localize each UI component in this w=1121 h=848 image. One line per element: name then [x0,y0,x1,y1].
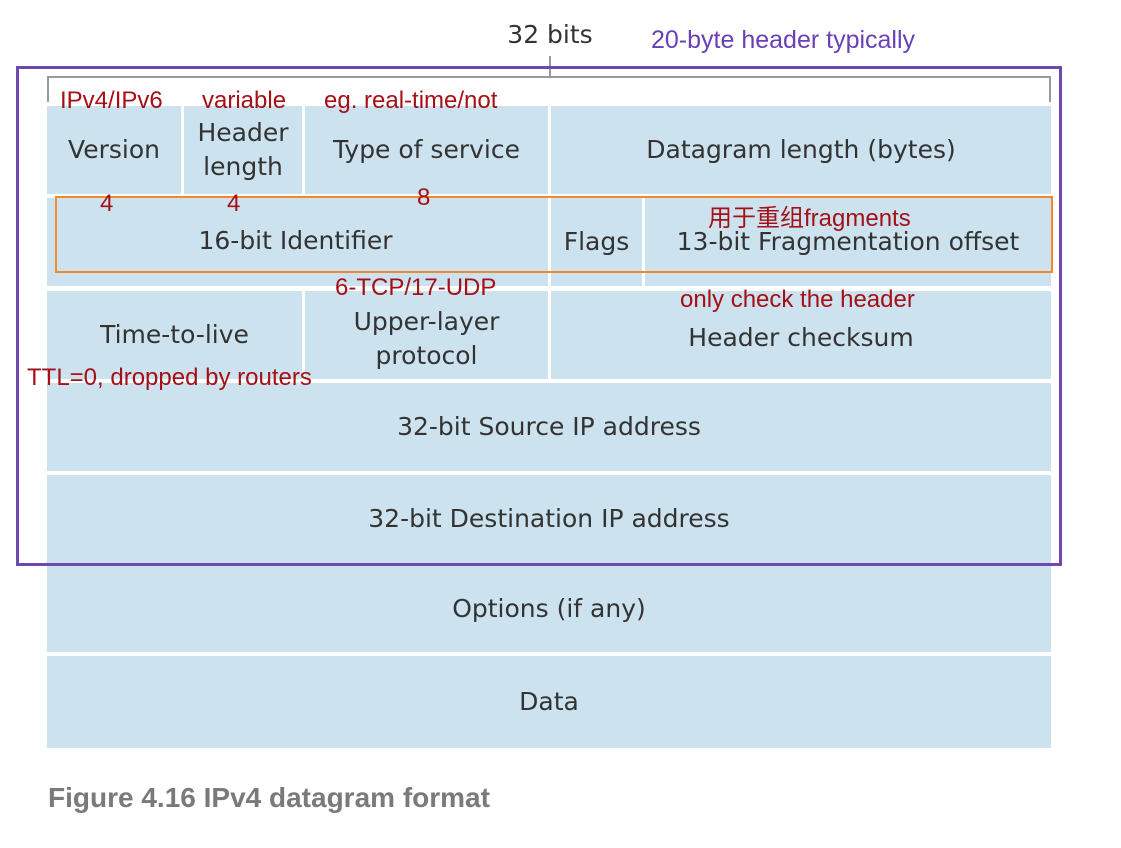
field-header-length: Header length [184,106,302,194]
fragments-note: 用于重组fragments [708,205,911,232]
field-time-to-live: Time-to-live [47,291,302,379]
fragmentation-highlight-box [55,196,1053,273]
field-source-ip: 32-bit Source IP address [47,383,1051,471]
field-type-of-service: Type of service [305,106,548,194]
field-version: Version [47,106,181,194]
field-source-ip-label: 32-bit Source IP address [397,412,701,441]
header-size-note: 20-byte header typically [651,26,916,54]
field-type-of-service-label: Type of service [333,135,520,164]
protocol-note: 6-TCP/17-UDP [335,274,497,301]
bits-right-tick [1049,76,1051,102]
field-header-checksum-label: Header checksum [688,323,914,352]
field-identifier-label: 16-bit Identifier [198,226,393,255]
tos-bits: 8 [417,184,431,211]
field-upper-layer-protocol: Upper-layer protocol [305,291,548,379]
bits-left-tick [47,76,49,102]
field-datagram-length: Datagram length (bytes) [551,106,1051,194]
checksum-note: only check the header [680,286,915,313]
field-data-label: Data [519,687,579,716]
field-options-label: Options (if any) [452,594,646,623]
header-length-note: variable [202,87,287,114]
field-data: Data [47,656,1051,748]
header-length-bits: 4 [227,190,241,217]
field-fragmentation-offset-label: 13-bit Fragmentation offset [676,227,1020,256]
field-header-length-line1: Header [197,118,289,147]
field-time-to-live-label: Time-to-live [100,320,249,349]
figure-caption: Figure 4.16 IPv4 datagram format [48,782,490,813]
field-header-checksum: Header checksum [551,291,1051,379]
tos-note: eg. real-time/not [324,87,498,114]
bits-bracket-line [47,76,1051,78]
ttl-note: TTL=0, dropped by routers [27,364,312,391]
field-destination-ip: 32-bit Destination IP address [47,475,1051,563]
field-datagram-length-label: Datagram length (bytes) [646,135,956,164]
field-upper-layer-line1: Upper-layer [353,307,500,336]
version-note: IPv4/IPv6 [60,87,163,114]
field-destination-ip-label: 32-bit Destination IP address [368,504,730,533]
bits-width-label: 32 bits [507,20,593,49]
header-highlight-box [16,66,1062,566]
field-upper-layer-line2: protocol [375,341,478,370]
field-options: Options (if any) [47,566,1051,652]
field-version-label: Version [68,135,160,164]
version-bits: 4 [100,190,114,217]
field-flags-label: Flags [563,227,630,256]
field-header-length-line2: length [203,152,283,181]
